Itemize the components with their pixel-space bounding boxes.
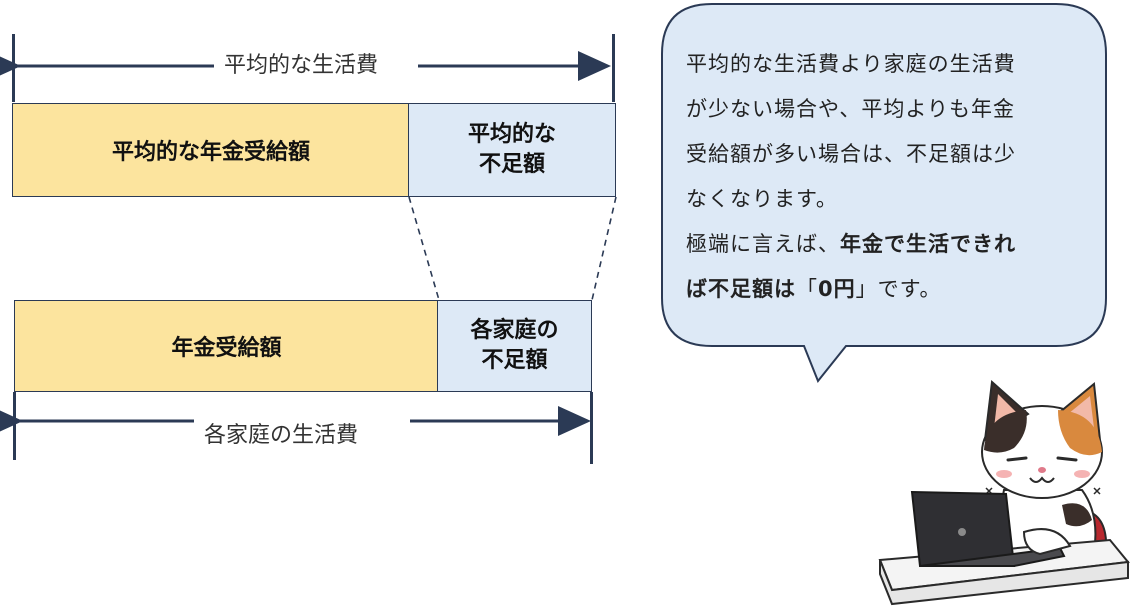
speech-bubble-text: 平均的な生活費より家庭の生活費 が少ない場合や、平均よりも年金 受給額が多い場合… — [686, 42, 1086, 312]
average-pension-label: 平均的な年金受給額 — [111, 140, 310, 165]
household-shortfall-box: 各家庭の 不足額 — [437, 300, 592, 392]
bottom-left-boundary — [13, 392, 16, 460]
bubble-line-2: が少ない場合や、平均よりも年金 — [686, 97, 1015, 121]
speech-bubble — [661, 3, 1107, 383]
top-span-label: 平均的な生活費 — [214, 52, 389, 80]
household-pension-label: 年金受給額 — [171, 336, 282, 361]
average-shortfall-label-line1: 平均的な — [467, 122, 556, 147]
bubble-line-6-bold: ば不足額は — [686, 277, 796, 301]
average-shortfall-box: 平均的な 不足額 — [408, 103, 616, 197]
connector-left — [408, 196, 440, 301]
calico-cat-using-laptop-icon — [878, 379, 1130, 606]
bubble-line-6: ば不足額は「0円」です。 — [686, 267, 1086, 312]
top-left-boundary — [12, 34, 15, 102]
average-shortfall-label-line2: 不足額 — [478, 152, 545, 177]
bubble-line-5-prefix: 極端に言えば、 — [686, 232, 840, 256]
household-shortfall-label-line2: 不足額 — [481, 348, 548, 373]
bubble-line-5-bold: 年金で生活できれ — [840, 232, 1016, 256]
bubble-line-6-suffix: です。 — [877, 277, 942, 301]
bottom-span-label: 各家庭の生活費 — [194, 422, 369, 450]
household-shortfall-label-line1: 各家庭の — [470, 318, 559, 343]
bubble-line-4: なくなります。 — [686, 187, 838, 211]
bubble-line-1: 平均的な生活費より家庭の生活費 — [686, 52, 1016, 76]
household-pension-box: 年金受給額 — [14, 300, 439, 392]
bubble-quote-open: 「 — [796, 277, 818, 301]
bubble-quote-close: 」 — [855, 277, 878, 301]
bubble-line-5: 極端に言えば、年金で生活できれ — [686, 222, 1086, 267]
bubble-line-3: 受給額が多い場合は、不足額は少 — [686, 142, 1016, 166]
average-pension-box: 平均的な年金受給額 — [12, 103, 410, 197]
bottom-right-boundary — [590, 392, 593, 464]
connector-right — [591, 196, 617, 301]
top-right-boundary — [612, 34, 615, 102]
bubble-zero-yen: 0円 — [818, 277, 856, 301]
